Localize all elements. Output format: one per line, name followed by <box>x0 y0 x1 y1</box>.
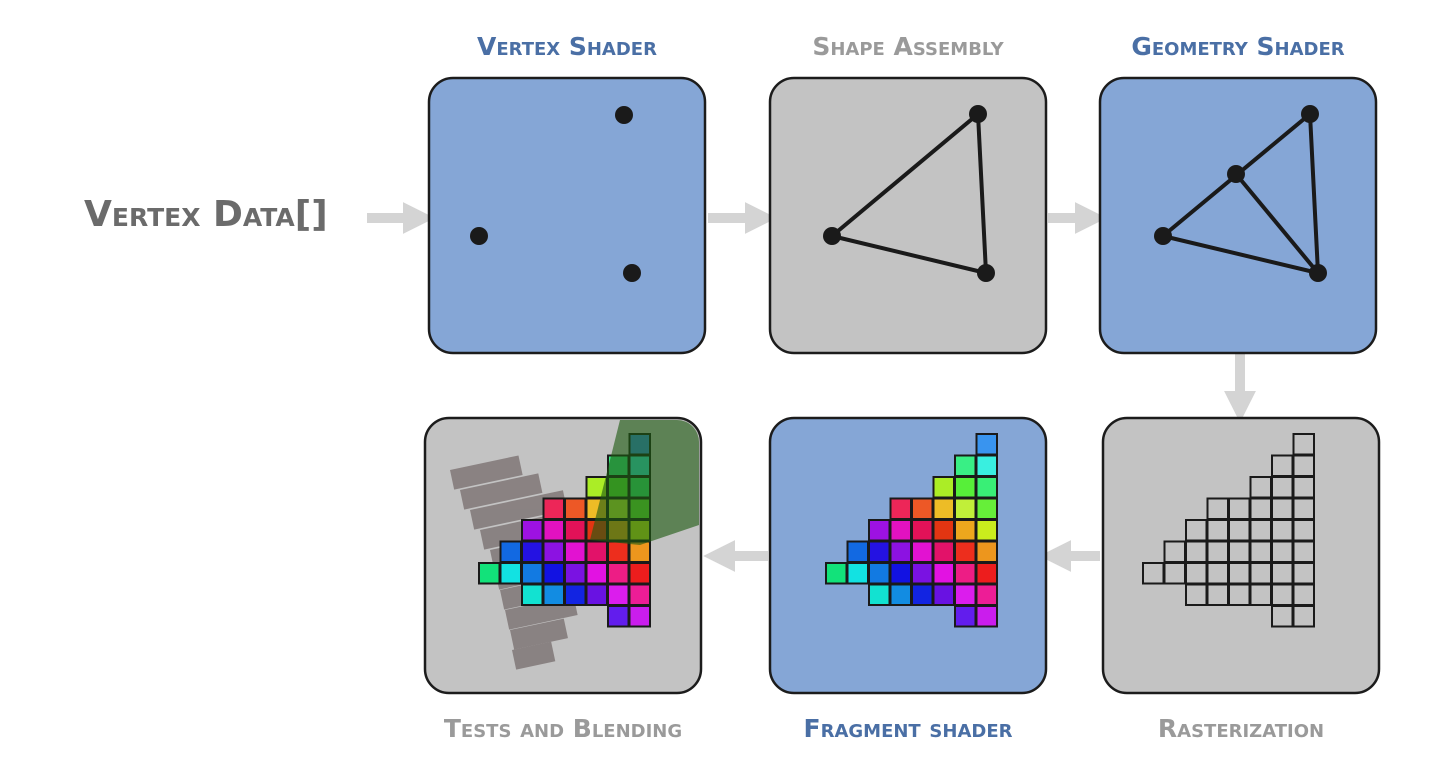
pixel-cell <box>954 540 977 563</box>
blend-fragment <box>509 618 568 650</box>
pixel-cell <box>499 540 522 563</box>
pixel-cell <box>889 583 912 606</box>
pixel-grid-icon <box>1142 433 1315 628</box>
pixel-cell <box>478 562 501 585</box>
pixel-cell <box>889 519 912 542</box>
vertex-shader-box <box>427 76 707 355</box>
pixel-cell <box>932 519 955 542</box>
pixel-cell <box>975 583 998 606</box>
pixel-cell <box>846 562 869 585</box>
pixel-cell <box>607 583 630 606</box>
geometry-shader-label: Geometry Shader <box>1131 32 1345 61</box>
pixel-cell <box>911 497 934 520</box>
vertex-data-label: Vertex Data[] <box>84 194 328 235</box>
pixel-cell <box>585 540 608 563</box>
vertex-point <box>623 264 641 282</box>
pixel-cell <box>954 454 977 477</box>
pixel-cell <box>628 562 651 585</box>
pixel-cell <box>521 540 544 563</box>
vertex-point <box>615 106 633 124</box>
vertex-point <box>470 227 488 245</box>
blend-fragment <box>459 473 543 510</box>
tests-blending-label: Tests and Blending <box>443 714 683 743</box>
pixel-cell <box>542 562 565 585</box>
pixel-cell <box>868 519 891 542</box>
pixel-cell <box>846 540 869 563</box>
pixel-cell <box>911 562 934 585</box>
pixel-cell <box>607 605 630 628</box>
pixel-cell <box>975 497 998 520</box>
pixel-cell <box>499 562 522 585</box>
shape-assembly-box <box>768 76 1048 355</box>
pixel-cell <box>932 540 955 563</box>
pixel-cell <box>889 497 912 520</box>
pixel-cell <box>585 583 608 606</box>
pixel-cell <box>542 540 565 563</box>
pixel-cell <box>889 540 912 563</box>
pixel-cell <box>542 497 565 520</box>
pixel-cell <box>954 497 977 520</box>
pixel-cell <box>564 540 587 563</box>
pixel-cell <box>975 476 998 499</box>
pixel-cell <box>954 605 977 628</box>
pixel-cell <box>932 497 955 520</box>
pixel-cell <box>932 562 955 585</box>
pixel-cell <box>521 562 544 585</box>
blend-fragment <box>512 641 556 670</box>
pixel-cell <box>521 519 544 542</box>
rasterization-box <box>1101 416 1381 695</box>
blended-pixels-icon <box>450 420 699 670</box>
pixel-cell <box>585 562 608 585</box>
pixel-cell <box>628 583 651 606</box>
pixel-cell <box>975 433 998 456</box>
pixel-cell <box>975 605 998 628</box>
pixel-cell <box>1292 605 1315 628</box>
pixel-cell <box>954 476 977 499</box>
pixel-cell <box>975 519 998 542</box>
triangle-outline-icon <box>823 105 995 282</box>
pixel-cell <box>607 540 630 563</box>
vertex-shader-label: Vertex Shader <box>477 32 657 61</box>
pixel-cell <box>825 562 848 585</box>
pixel-cell <box>954 562 977 585</box>
colored-pixels-icon <box>825 433 998 628</box>
pixel-cell <box>607 562 630 585</box>
pixel-cell <box>911 583 934 606</box>
pixel-cell <box>954 583 977 606</box>
blend-fragment <box>450 455 523 490</box>
pixel-cell <box>521 583 544 606</box>
pixel-cell <box>868 583 891 606</box>
rasterization-label: Rasterization <box>1157 714 1325 743</box>
pixel-cell <box>564 519 587 542</box>
vertex-points-icon <box>470 106 641 282</box>
fragment-shader-label: Fragment shader <box>803 714 1013 743</box>
pixel-cell <box>564 562 587 585</box>
pixel-cell <box>628 605 651 628</box>
pixel-cell <box>889 562 912 585</box>
geometry-shader-box <box>1098 76 1378 355</box>
subdivided-triangle-icon <box>1154 105 1327 282</box>
shape-assembly-label: Shape Assembly <box>812 32 1004 61</box>
pixel-cell <box>542 519 565 542</box>
pixel-cell <box>975 540 998 563</box>
blend-fragment <box>590 420 699 545</box>
flow-arrows <box>367 201 1257 573</box>
pixel-cell <box>564 583 587 606</box>
pixel-cell <box>868 562 891 585</box>
pixel-cell <box>564 497 587 520</box>
pixel-cell <box>911 519 934 542</box>
pixel-cell <box>975 454 998 477</box>
pixel-cell <box>911 540 934 563</box>
pixel-cell <box>932 476 955 499</box>
pixel-cell <box>975 562 998 585</box>
pixel-cell <box>542 583 565 606</box>
pixel-cell <box>954 519 977 542</box>
pixel-cell <box>932 583 955 606</box>
pixel-cell <box>868 540 891 563</box>
